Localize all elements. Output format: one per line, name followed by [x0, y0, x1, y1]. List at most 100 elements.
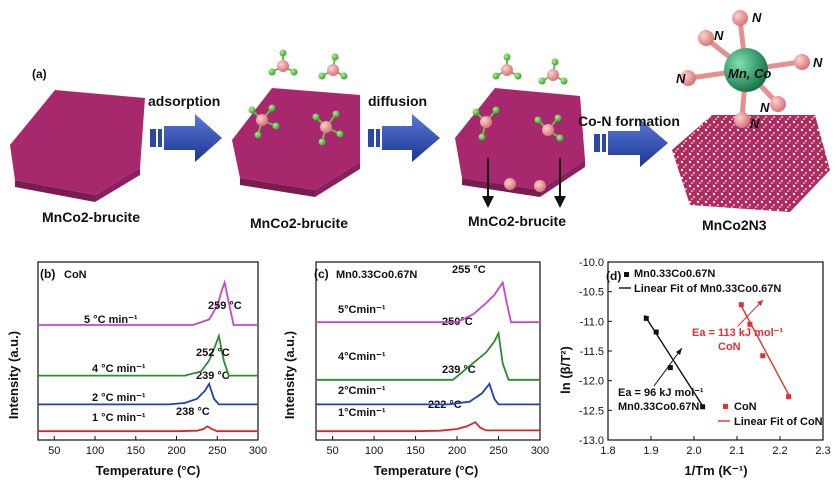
series-line [316, 382, 540, 406]
x-tick-label: 100 [86, 445, 104, 457]
x-tick-label: 1.8 [600, 445, 615, 457]
chart-c-xlabel: Temperature (°C) [374, 463, 479, 478]
data-point [667, 365, 673, 371]
legend-marker [624, 272, 629, 277]
series-label: 1°Cmin⁻¹ [338, 407, 386, 419]
ligand-label-1: N [752, 10, 762, 25]
brucite-plate-1 [10, 90, 145, 202]
y-tick-label: -10.5 [579, 287, 604, 299]
center-atom-label: Mn, Co [728, 66, 771, 81]
legend-label: CoN [734, 401, 757, 413]
data-point [760, 353, 766, 359]
diffusion-arrows [482, 158, 566, 208]
caption-2: MnCo2-brucite [250, 215, 348, 231]
series-label: 2°Cmin⁻¹ [338, 385, 386, 397]
arrow-adsorption [150, 114, 222, 162]
series-label: 5 °C min⁻¹ [84, 314, 138, 326]
series-label: 1 °C min⁻¹ [92, 412, 146, 424]
plot-frame [37, 261, 259, 441]
ligand-label-6: N [750, 116, 760, 131]
panel-c-label: (c) [314, 267, 329, 281]
plot-frame [315, 261, 541, 441]
floating-molecule-2 [318, 53, 348, 80]
peak-label: 255 °C [452, 264, 486, 276]
chart-d-xlabel: 1/Tm (K⁻¹) [684, 463, 747, 478]
arrow-diffusion [368, 114, 440, 162]
series-line [316, 421, 540, 433]
panel-b-label: (b) [40, 267, 55, 281]
y-tick-label: -10.0 [579, 257, 604, 269]
data-point [747, 321, 753, 327]
x-tick-label: 2.3 [815, 445, 830, 457]
caption-4: MnCo2N3 [702, 217, 767, 233]
adsorbed-molecule-2 [312, 110, 344, 146]
series-label: 5°Cmin⁻¹ [338, 304, 386, 316]
x-tick-label: 200 [167, 445, 185, 457]
brucite-plate-2 [232, 88, 360, 197]
adsorbed-molecule-1 [248, 104, 280, 139]
x-tick-label: 2.2 [772, 445, 787, 457]
y-tick-label: -12.0 [579, 376, 604, 388]
floating-molecule-3 [492, 53, 522, 80]
legend-label: Mn0.33Co0.67N [634, 268, 715, 280]
legend-label: Linear Fit of Mn0.33Co0.67N [634, 283, 781, 295]
chart-c-title: Mn0.33Co0.67N [336, 269, 417, 281]
ligand-label-4: N [714, 28, 724, 43]
annotation-arrowhead [757, 300, 763, 306]
caption-1: MnCo2-brucite [42, 209, 140, 225]
chart-d: (d) ln (β/T²) 1/Tm (K⁻¹) 1.8 1.9 2.0 2.1 2.2… [558, 257, 831, 478]
annotation: Ea = 113 kJ mol⁻¹ [692, 327, 783, 339]
series-line [38, 425, 258, 433]
peak-label: 239 °C [196, 370, 230, 382]
series-label: 2 °C min⁻¹ [92, 392, 146, 404]
peak-label: 259 °C [208, 300, 242, 312]
legend-label: Linear Fit of CoN [734, 416, 823, 428]
panel-d-label: (d) [606, 269, 621, 283]
legend-marker [723, 404, 728, 409]
step-diffusion: diffusion [368, 93, 427, 109]
series-line [38, 279, 258, 326]
step-adsorption: adsorption [148, 93, 220, 109]
peak-label: 252 °C [196, 347, 230, 359]
x-tick-label: 250 [208, 445, 226, 457]
x-tick-label: 200 [448, 445, 466, 457]
y-tick-label: -13.0 [579, 435, 604, 447]
caption-3: MnCo2-brucite [468, 213, 566, 229]
adsorbed-molecule-4 [534, 114, 564, 142]
x-tick-label: 300 [531, 445, 549, 457]
x-tick-label: 150 [127, 445, 145, 457]
x-tick-label: 50 [326, 445, 338, 457]
series-line [316, 330, 540, 381]
x-tick-label: 2.1 [729, 445, 744, 457]
panel-a-label: (a) [32, 67, 47, 81]
x-tick-label: 50 [48, 445, 60, 457]
chart-c-ylabel: Intensity (a.u.) [282, 331, 297, 419]
ligand-label-3: N [813, 55, 823, 70]
annotation: Mn0.33Co0.67N [618, 401, 699, 413]
x-tick-label: 100 [365, 445, 383, 457]
y-tick-label: -11.5 [580, 346, 604, 358]
chart-b-title: CoN [64, 269, 87, 281]
peak-label: 238 °C [176, 406, 210, 418]
x-tick-label: 2.0 [686, 445, 701, 457]
x-tick-label: 1.9 [643, 445, 658, 457]
adsorbed-molecule-3 [472, 106, 500, 141]
floating-molecule-1 [268, 49, 298, 76]
x-tick-label: 150 [406, 445, 424, 457]
schematic-panel: (a) adsorption [10, 10, 830, 233]
chart-b: (b) CoN Intensity (a.u.) Temperature (°C… [6, 261, 267, 478]
ligand-label-5: N [760, 100, 770, 115]
chart-b-ylabel: Intensity (a.u.) [6, 331, 21, 419]
mn-co-complex: Mn, Co N N N N N N [676, 10, 823, 131]
series-line [38, 381, 258, 406]
data-point [786, 394, 792, 400]
annotation: CoN [718, 341, 741, 353]
step-co-n-formation: Co-N formation [578, 113, 680, 129]
annotation-arrowhead [676, 348, 682, 355]
fit-line [739, 303, 792, 399]
chart-c: (c) Mn0.33Co0.67N Intensity (a.u.) Tempe… [282, 261, 549, 478]
x-tick-label: 300 [249, 445, 267, 457]
chart-d-ylabel: ln (β/T²) [558, 346, 573, 394]
series-label: 4°Cmin⁻¹ [338, 351, 386, 363]
data-point [700, 404, 706, 410]
